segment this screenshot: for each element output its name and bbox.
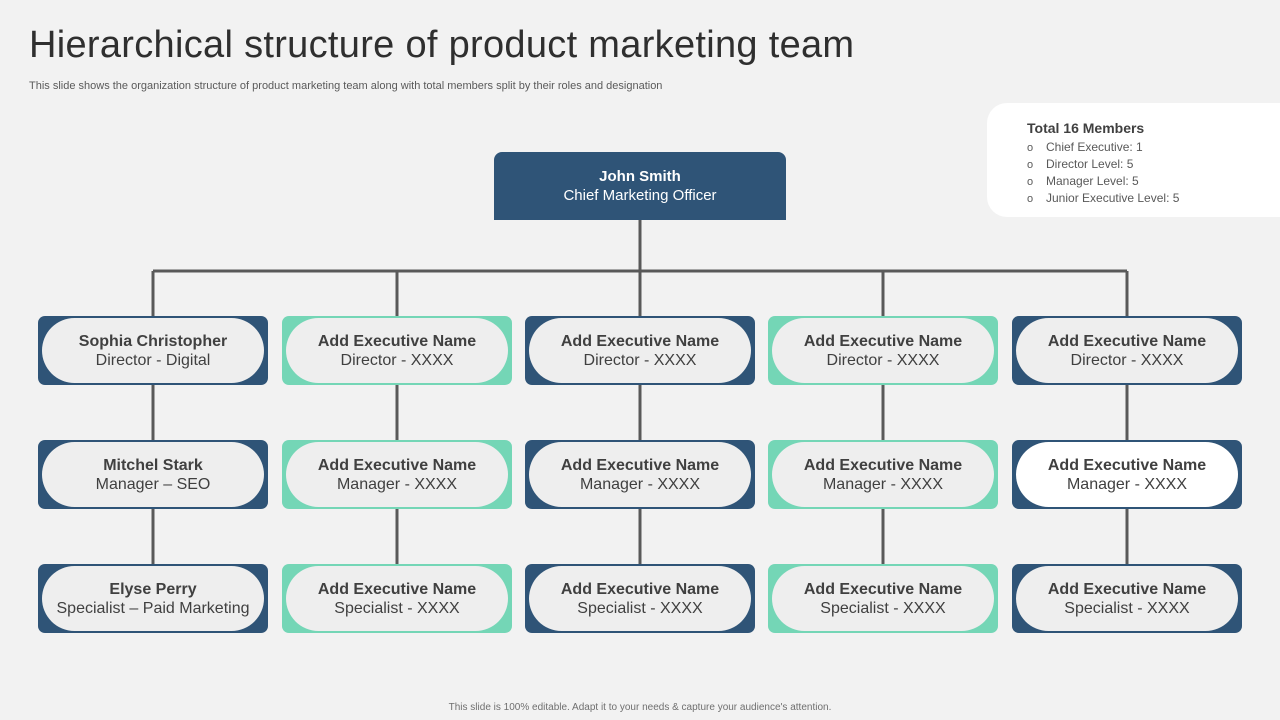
node-name: Add Executive Name — [317, 580, 477, 598]
node-name: Add Executive Name — [1047, 580, 1207, 598]
node-role: Specialist - XXXX — [577, 599, 703, 617]
summary-item: o Junior Executive Level: 5 — [1027, 190, 1179, 207]
node-role: Director - XXXX — [826, 351, 940, 369]
slide-subtitle: This slide shows the organization struct… — [29, 80, 663, 92]
bullet-icon: o — [1027, 176, 1034, 188]
node-role: Manager - XXXX — [822, 475, 944, 493]
ceo-node[interactable]: John Smith Chief Marketing Officer — [494, 152, 786, 220]
bullet-icon: o — [1027, 142, 1034, 154]
node-role: Director - XXXX — [1070, 351, 1184, 369]
node-role: Manager - XXXX — [336, 475, 458, 493]
node-name: Add Executive Name — [560, 456, 720, 474]
node-role: Director - Digital — [95, 351, 211, 369]
summary-title: Total 16 Members — [1027, 120, 1145, 136]
node-name: Add Executive Name — [317, 456, 477, 474]
node-name: Add Executive Name — [317, 332, 477, 350]
summary-item-text: Junior Executive Level: 5 — [1046, 191, 1180, 205]
summary-item: o Chief Executive: 1 — [1027, 139, 1179, 156]
node-role: Director - XXXX — [583, 351, 697, 369]
node-role: Specialist - XXXX — [334, 599, 460, 617]
node-name: John Smith — [599, 168, 681, 185]
node-role: Manager - XXXX — [579, 475, 701, 493]
summary-item-text: Director Level: 5 — [1046, 157, 1134, 171]
node-name: Add Executive Name — [803, 332, 963, 350]
node-name: Add Executive Name — [803, 456, 963, 474]
node-role: Specialist - XXXX — [820, 599, 946, 617]
summary-item: o Director Level: 5 — [1027, 156, 1179, 173]
node-role: Chief Marketing Officer — [563, 187, 717, 204]
node-role: Manager - XXXX — [1066, 475, 1188, 493]
node-name: Add Executive Name — [1047, 456, 1207, 474]
summary-item-text: Manager Level: 5 — [1046, 174, 1139, 188]
summary-item-text: Chief Executive: 1 — [1046, 140, 1143, 154]
node-role: Specialist - XXXX — [1064, 599, 1190, 617]
node-name: Sophia Christopher — [78, 332, 228, 350]
bullet-icon: o — [1027, 193, 1034, 205]
node-name: Elyse Perry — [109, 580, 197, 598]
node-role: Director - XXXX — [340, 351, 454, 369]
node-role: Specialist – Paid Marketing — [56, 599, 250, 617]
node-name: Add Executive Name — [1047, 332, 1207, 350]
node-name: Add Executive Name — [560, 580, 720, 598]
node-name: Mitchel Stark — [103, 456, 203, 474]
node-role: Manager – SEO — [95, 475, 211, 493]
summary-item: o Manager Level: 5 — [1027, 173, 1179, 190]
node-name: Add Executive Name — [560, 332, 720, 350]
bullet-icon: o — [1027, 159, 1034, 171]
node-name: Add Executive Name — [803, 580, 963, 598]
footer-note: This slide is 100% editable. Adapt it to… — [448, 702, 832, 713]
slide-title: Hierarchical structure of product market… — [29, 24, 855, 66]
